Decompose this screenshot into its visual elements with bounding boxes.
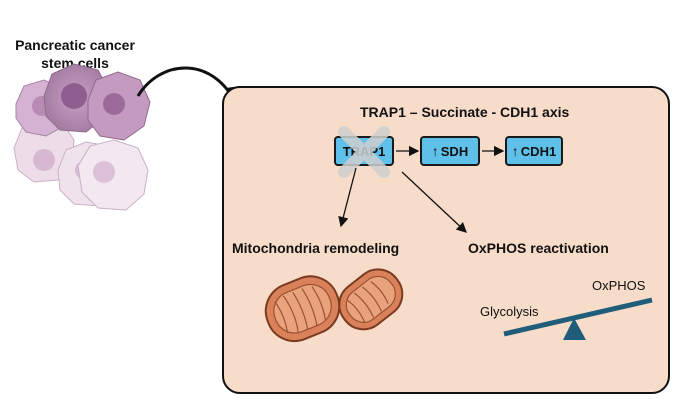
seesaw-glycolysis-label: Glycolysis bbox=[480, 304, 539, 319]
stem-cell bbox=[87, 71, 151, 141]
arrow-to-oxphos bbox=[401, 171, 467, 233]
mito-remodeling-label: Mitochondria remodeling bbox=[232, 240, 400, 256]
inhibition-x-icon bbox=[338, 126, 390, 178]
sdh-label: SDH bbox=[440, 143, 469, 159]
arrow-to-mito bbox=[338, 167, 357, 228]
oxphos-reactivation-label: OxPHOS reactivation bbox=[468, 240, 609, 256]
seesaw-oxphos-label: OxPHOS bbox=[592, 278, 646, 293]
mitochondrion-icon bbox=[264, 275, 341, 342]
up-arrow-icon: ↑ bbox=[431, 143, 439, 159]
sdh-node: ↑ SDH bbox=[420, 136, 480, 166]
cells-title: Pancreatic cancer stem cells bbox=[0, 36, 150, 72]
seesaw-beam bbox=[503, 297, 653, 337]
up-arrow-icon: ↑ bbox=[511, 143, 519, 159]
stem-cell bbox=[77, 139, 149, 211]
cells-title-text: Pancreatic cancer stem cells bbox=[15, 37, 135, 71]
fulcrum-icon bbox=[563, 318, 586, 340]
cdh1-label: CDH1 bbox=[520, 143, 557, 159]
axis-title: TRAP1 – Succinate - CDH1 axis bbox=[360, 104, 570, 120]
mitochondrion-icon bbox=[338, 268, 404, 331]
cdh1-node: ↑ CDH1 bbox=[505, 136, 563, 166]
